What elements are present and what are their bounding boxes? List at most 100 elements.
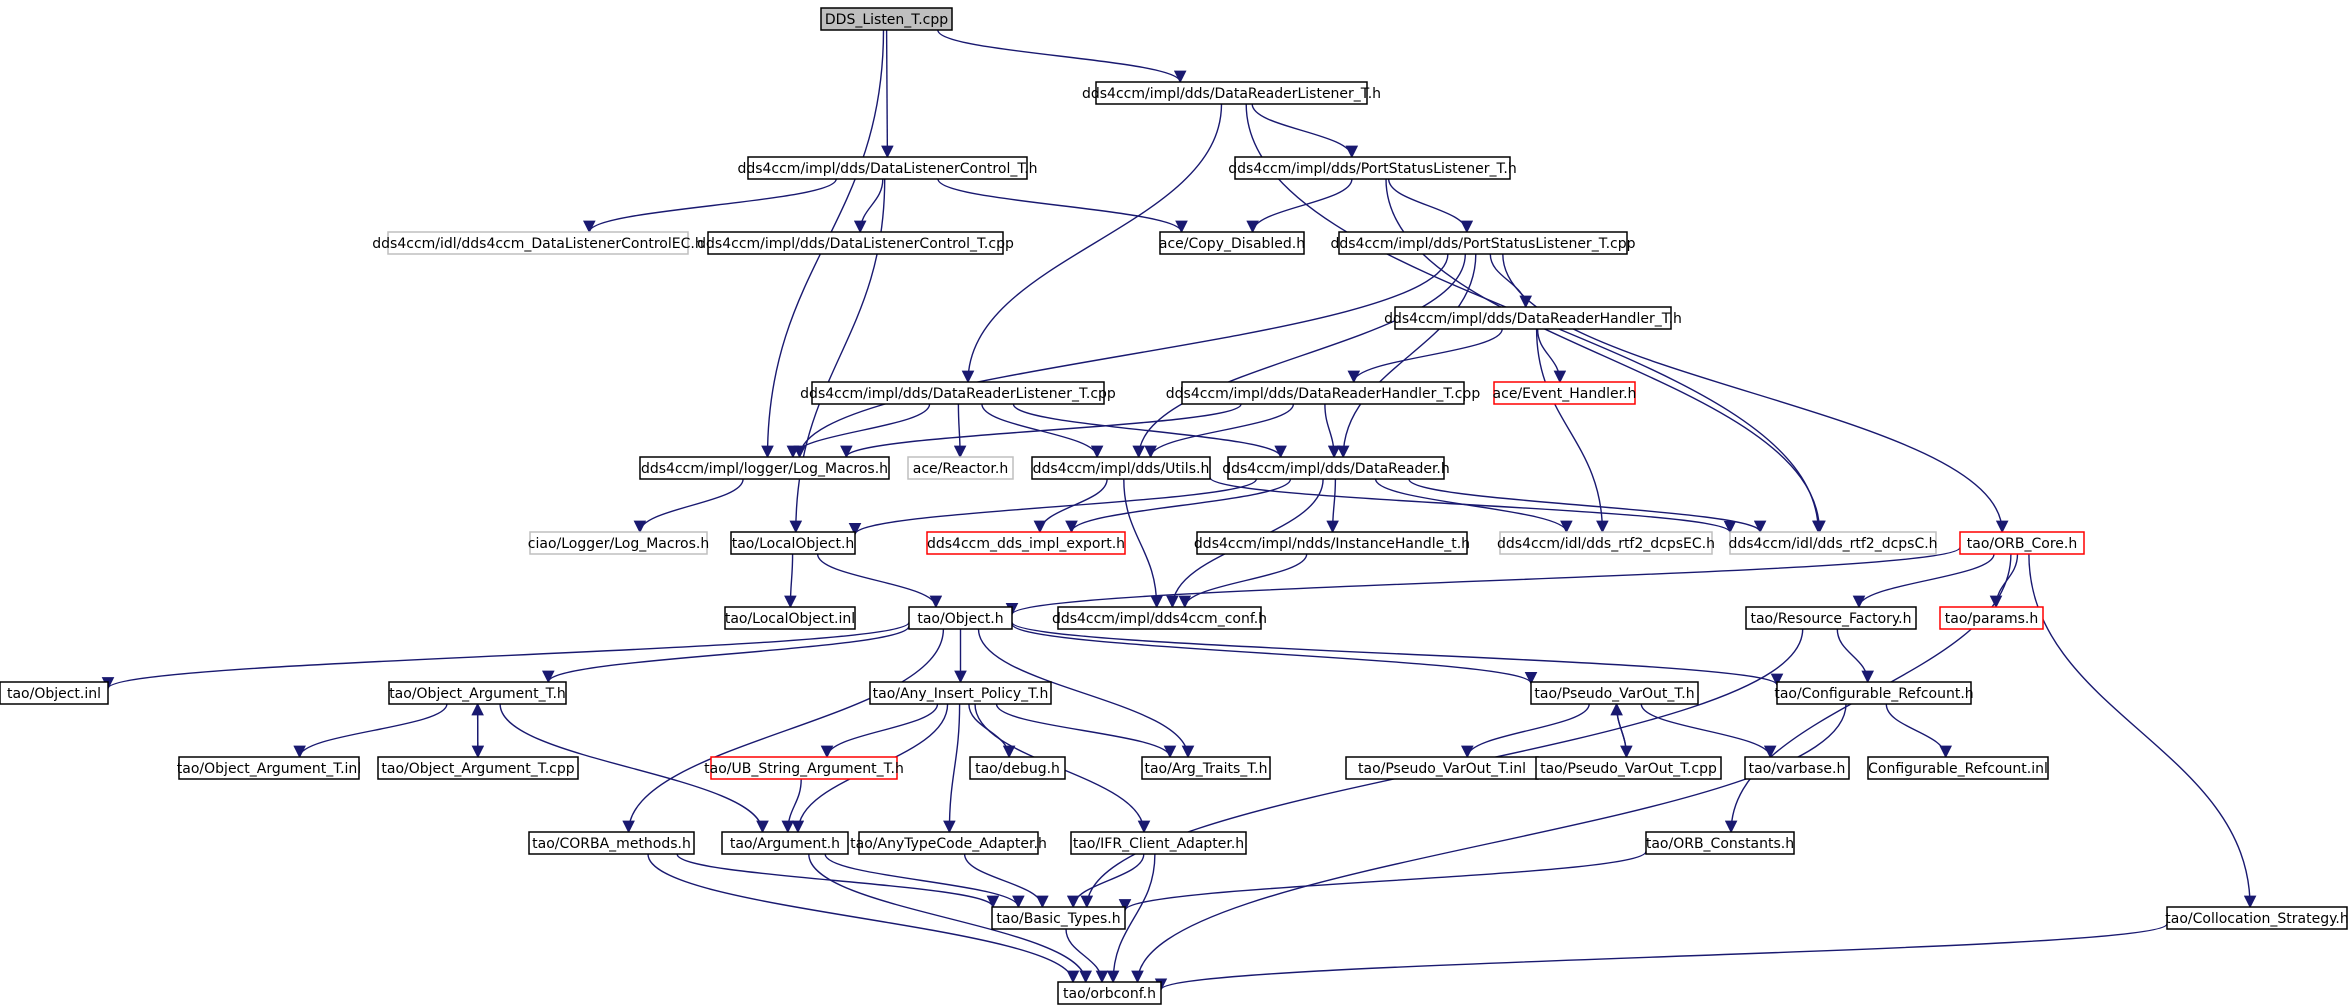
node-evh[interactable]: ace/Event_Handler.h bbox=[1493, 381, 1637, 405]
node-label: dds4ccm/impl/dds/DataReader.h bbox=[1222, 461, 1450, 477]
edge-psl_h-to-psl_cpp bbox=[1388, 178, 1474, 234]
node-ciaolog[interactable]: ciao/Logger/Log_Macros.h bbox=[528, 531, 709, 555]
node-objarg[interactable]: tao/Object_Argument_T.h bbox=[388, 681, 567, 705]
node-label: dds4ccm/impl/dds/DataListenerControl_T.c… bbox=[697, 236, 1014, 252]
node-cfgrefinl[interactable]: Configurable_Refcount.inl bbox=[1867, 756, 2049, 780]
node-box bbox=[869, 681, 1052, 705]
node-utils[interactable]: dds4ccm/impl/dds/Utils.h bbox=[1031, 456, 1211, 480]
node-label: dds4ccm/impl/dds/DataListenerControl_T.h bbox=[737, 161, 1037, 177]
node-cfgref[interactable]: tao/Configurable_Refcount.h bbox=[1774, 681, 1974, 705]
node-resfact[interactable]: tao/Resource_Factory.h bbox=[1745, 606, 1917, 630]
node-dreader[interactable]: dds4ccm/impl/dds/DataReader.h bbox=[1222, 456, 1450, 480]
node-pvoinl[interactable]: tao/Pseudo_VarOut_T.inl bbox=[1345, 756, 1539, 780]
node-objargcpp[interactable]: tao/Object_Argument_T.cpp bbox=[377, 756, 579, 780]
node-copy[interactable]: ace/Copy_Disabled.h bbox=[1159, 231, 1305, 255]
node-box bbox=[1031, 456, 1211, 480]
node-anytc[interactable]: tao/AnyTypeCode_Adapter.h bbox=[850, 831, 1047, 855]
node-label: ciao/Logger/Log_Macros.h bbox=[528, 536, 709, 552]
node-logmac[interactable]: dds4ccm/impl/logger/Log_Macros.h bbox=[639, 456, 890, 480]
node-label: dds4ccm/impl/dds/DataReaderListener_T.h bbox=[1082, 86, 1381, 102]
node-label: tao/UB_String_Argument_T.h bbox=[704, 761, 904, 777]
node-object[interactable]: tao/Object.h bbox=[908, 606, 1013, 630]
node-drl_cpp[interactable]: dds4ccm/impl/dds/DataReaderListener_T.cp… bbox=[800, 381, 1116, 405]
edge-insth-to-conf bbox=[1178, 553, 1308, 609]
node-conf[interactable]: dds4ccm/impl/dds4ccm_conf.h bbox=[1052, 606, 1267, 630]
node-box bbox=[1530, 681, 1699, 705]
node-drh_cpp[interactable]: dds4ccm/impl/dds/DataReaderHandler_T.cpp bbox=[1166, 381, 1481, 405]
node-dlc_cpp[interactable]: dds4ccm/impl/dds/DataListenerControl_T.c… bbox=[697, 231, 1014, 255]
node-box bbox=[1645, 831, 1795, 855]
node-label: DDS_Listen_T.cpp bbox=[825, 12, 948, 28]
node-orbcore[interactable]: tao/ORB_Core.h bbox=[1959, 531, 2085, 555]
node-label: tao/params.h bbox=[1945, 611, 2038, 627]
node-box bbox=[1159, 231, 1305, 255]
node-params[interactable]: tao/params.h bbox=[1939, 606, 2044, 630]
edge-object-to-cfgref bbox=[1011, 621, 1783, 687]
node-objarginl[interactable]: tao/Object_Argument_T.inl bbox=[177, 756, 361, 780]
node-box bbox=[529, 531, 708, 555]
node-dcpsec[interactable]: dds4ccm/idl/dds_rtf2_dcpsEC.h bbox=[1497, 531, 1715, 555]
node-reactor[interactable]: ace/Reactor.h bbox=[907, 456, 1014, 480]
node-dlc_h[interactable]: dds4ccm/impl/dds/DataListenerControl_T.h bbox=[737, 156, 1038, 180]
node-debug[interactable]: tao/debug.h bbox=[969, 756, 1066, 780]
node-basic[interactable]: tao/Basic_Types.h bbox=[991, 906, 1126, 930]
edge-basic-to-orbconf bbox=[1065, 928, 1109, 984]
node-box bbox=[1744, 756, 1850, 780]
node-ifr[interactable]: tao/IFR_Client_Adapter.h bbox=[1070, 831, 1247, 855]
node-orbconst[interactable]: tao/ORB_Constants.h bbox=[1645, 831, 1795, 855]
node-localobj[interactable]: tao/LocalObject.h bbox=[730, 531, 856, 555]
node-psl_h[interactable]: dds4ccm/impl/dds/PortStatusListener_T.h bbox=[1228, 156, 1517, 180]
node-argtr[interactable]: tao/Arg_Traits_T.h bbox=[1141, 756, 1271, 780]
node-corba[interactable]: tao/CORBA_methods.h bbox=[528, 831, 695, 855]
node-box bbox=[721, 831, 849, 855]
node-dlcec[interactable]: dds4ccm/idl/dds4ccm_DataListenerControlE… bbox=[372, 231, 704, 255]
node-anyins[interactable]: tao/Any_Insert_Policy_T.h bbox=[869, 681, 1052, 705]
edge-psl_cpp-to-utils bbox=[1132, 253, 1466, 459]
node-label: dds4ccm/idl/dds_rtf2_dcpsC.h bbox=[1728, 536, 1937, 552]
node-root[interactable]: DDS_Listen_T.cpp bbox=[820, 7, 953, 31]
edge-drh_h-to-evh bbox=[1536, 328, 1567, 384]
edge-orbcore-to-colloc bbox=[2028, 553, 2257, 909]
node-label: tao/AnyTypeCode_Adapter.h bbox=[850, 836, 1047, 852]
node-label: dds4ccm/impl/dds/Utils.h bbox=[1033, 461, 1210, 477]
node-box bbox=[1338, 231, 1628, 255]
edge-anyins-to-ubstr bbox=[820, 703, 939, 759]
node-orbconf[interactable]: tao/orbconf.h bbox=[1057, 981, 1162, 1005]
node-dcpsc[interactable]: dds4ccm/idl/dds_rtf2_dcpsC.h bbox=[1728, 531, 1938, 555]
node-label: tao/Configurable_Refcount.h bbox=[1774, 686, 1973, 702]
edge-dreader-to-insth bbox=[1326, 478, 1339, 534]
node-psl_cpp[interactable]: dds4ccm/impl/dds/PortStatusListener_T.cp… bbox=[1330, 231, 1636, 255]
node-box bbox=[388, 681, 567, 705]
node-box bbox=[387, 231, 689, 255]
node-box bbox=[1394, 306, 1672, 330]
edge-anytc-to-basic bbox=[963, 853, 1049, 909]
node-box bbox=[1867, 756, 2049, 780]
node-label: dds4ccm/impl/ndds/InstanceHandle_t.h bbox=[1194, 536, 1470, 552]
node-label: tao/Collocation_Strategy.h bbox=[2165, 911, 2348, 927]
node-label: tao/CORBA_methods.h bbox=[532, 836, 691, 852]
node-ubstr[interactable]: tao/UB_String_Argument_T.h bbox=[704, 756, 904, 780]
node-varbase[interactable]: tao/varbase.h bbox=[1744, 756, 1850, 780]
node-label: tao/Object_Argument_T.h bbox=[389, 686, 566, 702]
edge-cfgref-to-cfgrefinl bbox=[1885, 703, 1952, 759]
node-label: tao/Argument.h bbox=[730, 836, 840, 852]
node-box bbox=[811, 381, 1105, 405]
node-drh_h[interactable]: dds4ccm/impl/dds/DataReaderHandler_T.h bbox=[1384, 306, 1682, 330]
node-pvo_h[interactable]: tao/Pseudo_VarOut_T.h bbox=[1530, 681, 1699, 705]
node-pvocpp[interactable]: tao/Pseudo_VarOut_T.cpp bbox=[1535, 756, 1722, 780]
node-box bbox=[747, 156, 1028, 180]
node-box bbox=[1939, 606, 2044, 630]
node-box bbox=[907, 456, 1014, 480]
node-box bbox=[710, 756, 898, 780]
node-export[interactable]: dds4ccm_dds_impl_export.h bbox=[926, 531, 1126, 555]
node-localinl[interactable]: tao/LocalObject.inl bbox=[724, 606, 856, 630]
node-insth[interactable]: dds4ccm/impl/ndds/InstanceHandle_t.h bbox=[1194, 531, 1470, 555]
edge-pvocpp-to-pvo_h bbox=[1610, 702, 1628, 758]
node-drl_h[interactable]: dds4ccm/impl/dds/DataReaderListener_T.h bbox=[1082, 81, 1381, 105]
node-colloc[interactable]: tao/Collocation_Strategy.h bbox=[2165, 906, 2349, 930]
edge-anyins-to-anytc bbox=[943, 703, 961, 834]
node-objinl[interactable]: tao/Object.inl bbox=[0, 681, 109, 705]
node-box bbox=[1181, 381, 1465, 405]
node-argument[interactable]: tao/Argument.h bbox=[721, 831, 849, 855]
